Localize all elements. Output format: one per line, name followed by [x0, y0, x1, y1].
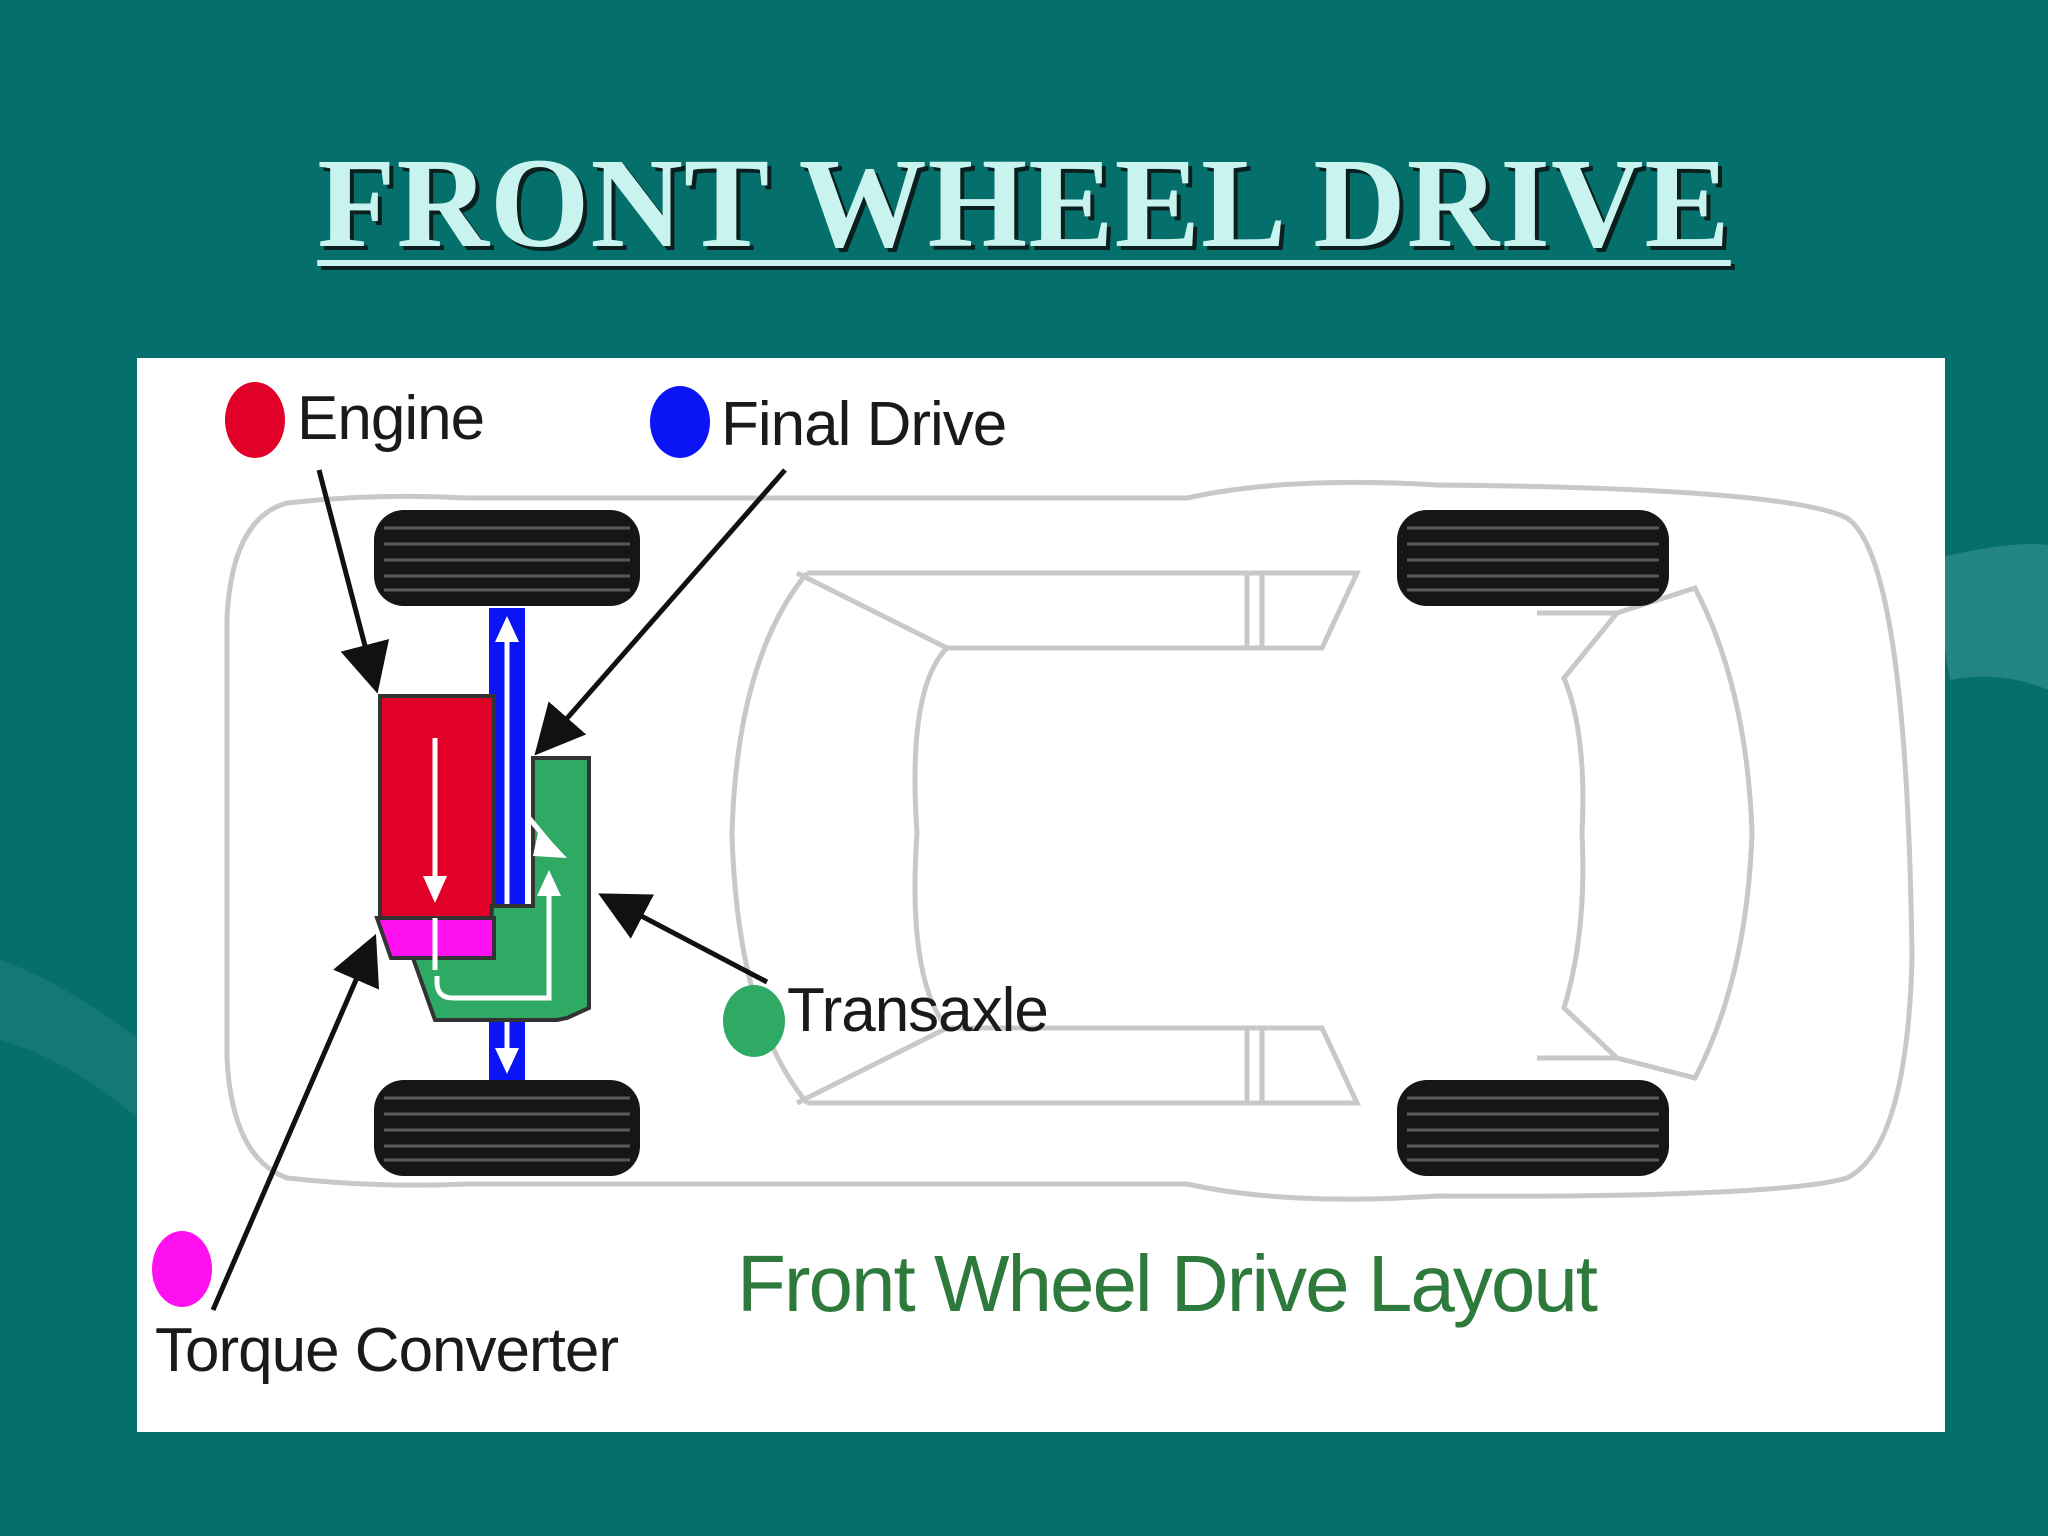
wheel-rear-right [1397, 1080, 1669, 1176]
car-layout-diagram [210, 468, 1915, 1311]
transaxle-leader-arrow [598, 893, 769, 985]
torque-converter-unit [374, 916, 496, 970]
transaxle-label: Transaxle [787, 976, 1049, 1045]
torque-converter-leader-arrow [210, 933, 380, 1311]
car-body-outline [224, 479, 1915, 1202]
final-drive-label: Final Drive [721, 390, 1007, 459]
leader-arrows [210, 468, 787, 1311]
engine-leader-arrow [316, 469, 390, 694]
diagram-panel: Engine Final Drive Transaxle Torque Conv… [137, 358, 1945, 1432]
engine-label: Engine [297, 384, 485, 453]
torque-converter-color-dot [152, 1231, 212, 1307]
engine-color-dot [225, 382, 285, 458]
wheel-rear-left [1397, 510, 1669, 606]
diagram-caption: Front Wheel Drive Layout [737, 1239, 1598, 1328]
final-drive-leader-arrow [534, 468, 787, 756]
engine-block [378, 694, 496, 920]
slide-title: FRONT WHEEL DRIVE [317, 132, 1731, 274]
final-drive-color-dot [650, 386, 710, 458]
wheel-front-left [374, 510, 640, 606]
wheel-front-right [374, 1080, 640, 1176]
car-cabin [729, 570, 1755, 1106]
torque-converter-label: Torque Converter [155, 1316, 619, 1385]
transaxle-housing [410, 756, 591, 1022]
transaxle-color-dot [723, 985, 785, 1057]
